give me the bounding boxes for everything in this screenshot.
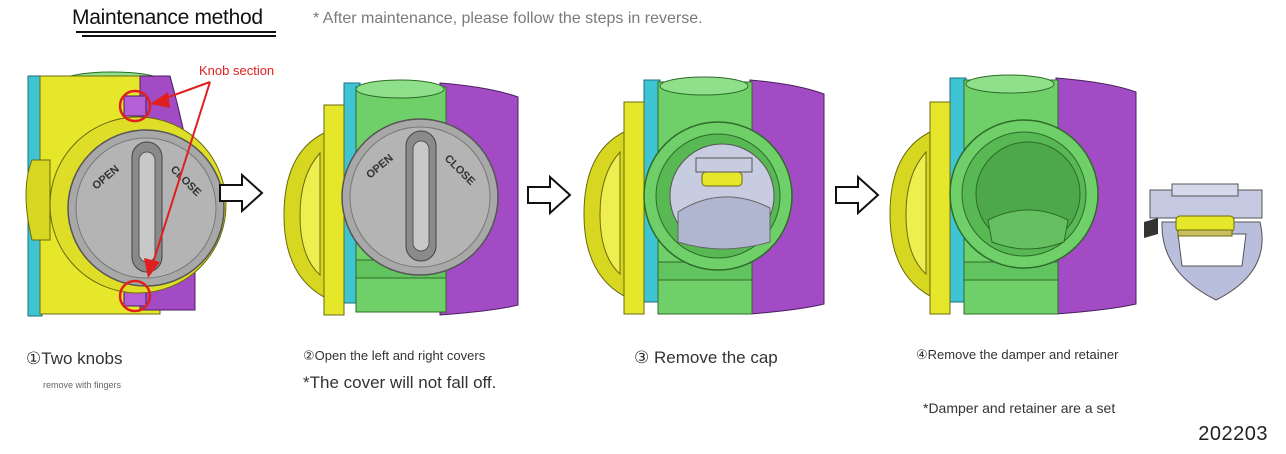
step-4-subtitle: *Damper and retainer are a set bbox=[923, 400, 1116, 416]
step-1-caption: ①Two knobs bbox=[26, 349, 123, 369]
version-code: 202203 bbox=[1198, 423, 1268, 445]
knob-section-label: Knob section bbox=[199, 63, 275, 78]
step-4-caption: ④Remove the damper and retainer bbox=[916, 347, 1118, 363]
step-3-illustration bbox=[583, 76, 825, 315]
knob-top-callout-circle bbox=[118, 89, 152, 123]
step-4-title: Remove the damper and retainer bbox=[927, 347, 1119, 362]
step-2-illustration: OPEN CLOSE bbox=[283, 79, 519, 316]
title-underline bbox=[76, 31, 276, 33]
title-underline-secondary bbox=[82, 35, 276, 37]
damper-retainer-assembly bbox=[1144, 183, 1263, 301]
page-title: Maintenance method bbox=[72, 6, 263, 29]
next-step-arrow-2 bbox=[527, 174, 572, 216]
step-1-title: Two knobs bbox=[41, 349, 123, 368]
knob-bottom-callout-circle bbox=[118, 279, 152, 313]
damper-yellow bbox=[701, 171, 743, 187]
step-3-caption: ③ Remove the cap bbox=[634, 348, 778, 368]
next-step-arrow-1 bbox=[219, 172, 264, 214]
step-1-number: ① bbox=[26, 349, 42, 368]
step-1-subtitle: remove with fingers bbox=[43, 380, 122, 390]
step-3-title: Remove the cap bbox=[649, 348, 778, 367]
step-4-illustration bbox=[889, 74, 1137, 315]
step-1-illustration: OPEN CLOSE bbox=[25, 71, 227, 317]
step-2-number: ② bbox=[303, 348, 315, 363]
step-2-title: Open the left and right covers bbox=[314, 348, 486, 363]
step-3-number: ③ bbox=[634, 348, 650, 367]
step-2-subtitle: *The cover will not fall off. bbox=[303, 373, 497, 392]
step-2-caption: ②Open the left and right covers bbox=[303, 348, 485, 364]
step-4-number: ④ bbox=[916, 347, 928, 362]
next-step-arrow-3 bbox=[835, 174, 880, 216]
reverse-steps-note: * After maintenance, please follow the s… bbox=[313, 10, 703, 27]
knob-top bbox=[123, 95, 147, 117]
